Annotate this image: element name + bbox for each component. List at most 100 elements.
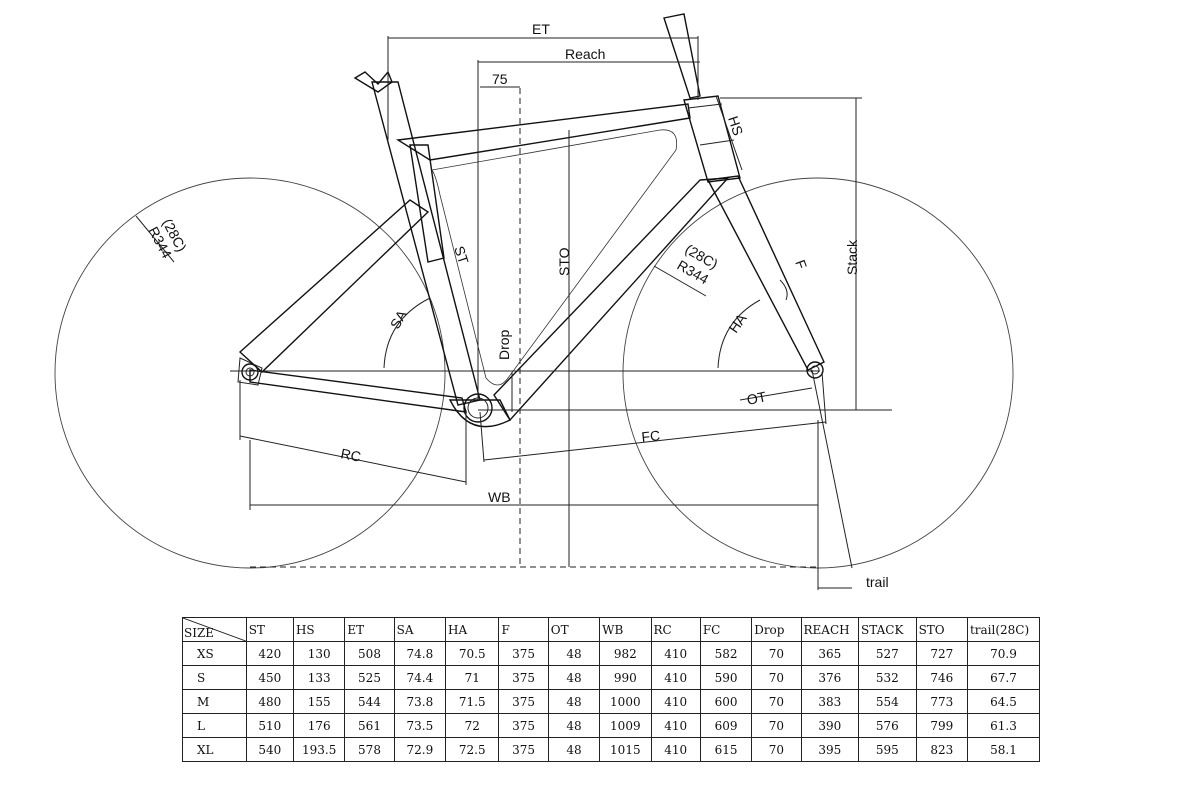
- table-cell: 410: [650, 737, 701, 762]
- column-header: FC: [699, 617, 753, 642]
- front-radius-line: [653, 265, 707, 297]
- size-cell: S: [182, 665, 247, 690]
- table-cell: 1015: [599, 737, 652, 762]
- table-cell: 540: [245, 737, 294, 762]
- table-cell: 74.8: [393, 641, 447, 666]
- table-cell: 480: [245, 689, 294, 714]
- table-cell: 615: [699, 737, 753, 762]
- table-cell: 155: [292, 689, 346, 714]
- table-cell: 1009: [599, 713, 652, 738]
- size-cell: L: [182, 713, 247, 738]
- table-cell: 72.9: [393, 737, 447, 762]
- table-cell: 375: [498, 713, 549, 738]
- column-header: SA: [393, 617, 447, 642]
- table-cell: 982: [599, 641, 652, 666]
- table-cell: 64.5: [966, 689, 1041, 714]
- rc-label: RC: [339, 445, 362, 465]
- table-cell: 395: [800, 737, 860, 762]
- table-cell: 799: [915, 713, 968, 738]
- wb-label: WB: [488, 489, 511, 505]
- table-cell: 375: [498, 737, 549, 762]
- table-cell: 133: [292, 665, 346, 690]
- table-cell: 73.8: [393, 689, 447, 714]
- table-cell: 576: [858, 713, 917, 738]
- column-header: HS: [292, 617, 346, 642]
- column-header: ET: [344, 617, 395, 642]
- table-cell: 554: [858, 689, 917, 714]
- table-cell: 61.3: [966, 713, 1041, 738]
- table-cell: 510: [245, 713, 294, 738]
- table-cell: 71.5: [445, 689, 500, 714]
- table-cell: 578: [344, 737, 395, 762]
- column-header: RC: [650, 617, 701, 642]
- table-cell: 48: [547, 665, 601, 690]
- table-cell: 365: [800, 641, 860, 666]
- table-cell: 72: [445, 713, 500, 738]
- table-cell: 727: [915, 641, 968, 666]
- table-cell: 390: [800, 713, 860, 738]
- table-cell: 525: [344, 665, 395, 690]
- ot-label: OT: [745, 388, 768, 408]
- table-cell: 48: [547, 737, 601, 762]
- ot-dimension: [739, 387, 813, 401]
- rc-dimension: [239, 435, 467, 483]
- table-cell: 561: [344, 713, 395, 738]
- table-cell: 609: [699, 713, 753, 738]
- hs-label: HS: [725, 114, 746, 137]
- stack-label: Stack: [844, 239, 860, 275]
- reach-label: Reach: [565, 46, 605, 62]
- column-header: WB: [599, 617, 652, 642]
- frame: [237, 13, 825, 428]
- table-cell: 72.5: [445, 737, 500, 762]
- table-cell: 600: [699, 689, 753, 714]
- table-cell: 71: [445, 665, 500, 690]
- st-label: ST: [451, 244, 472, 266]
- column-header: STACK: [858, 617, 917, 642]
- rear-wheel: [54, 177, 446, 569]
- table-cell: 990: [599, 665, 652, 690]
- column-header: trail(28C): [966, 617, 1041, 642]
- table-cell: 70: [751, 665, 802, 690]
- table-cell: 376: [800, 665, 860, 690]
- column-header: REACH: [800, 617, 860, 642]
- table-cell: 823: [915, 737, 968, 762]
- table-cell: 70: [751, 641, 802, 666]
- table-cell: 410: [650, 641, 701, 666]
- size-corner-header: SIZE: [182, 617, 247, 642]
- ha-label: HA: [725, 310, 750, 336]
- sa-arc: [383, 297, 431, 369]
- table-cell: 375: [498, 665, 549, 690]
- column-header: STO: [915, 617, 968, 642]
- fc-label: FC: [641, 427, 661, 445]
- table-cell: 193.5: [292, 737, 346, 762]
- rear-radius-line: [135, 215, 175, 263]
- table-cell: 70.5: [445, 641, 500, 666]
- table-cell: 527: [858, 641, 917, 666]
- table-cell: 70: [751, 689, 802, 714]
- table-cell: 450: [245, 665, 294, 690]
- table-cell: 67.7: [966, 665, 1041, 690]
- ha-arc: [717, 299, 761, 369]
- table-cell: 48: [547, 713, 601, 738]
- size-cell: M: [182, 689, 247, 714]
- table-cell: 375: [498, 641, 549, 666]
- table-cell: 58.1: [966, 737, 1041, 762]
- trail-label: trail: [866, 574, 889, 590]
- fc-dimension: [483, 421, 827, 461]
- table-cell: 410: [650, 713, 701, 738]
- table-cell: 410: [650, 665, 701, 690]
- table-cell: 532: [858, 665, 917, 690]
- f-label: F: [792, 258, 810, 272]
- table-cell: 508: [344, 641, 395, 666]
- table-cell: 420: [245, 641, 294, 666]
- offset-75-label: 75: [492, 71, 508, 87]
- table-cell: 70.9: [966, 641, 1041, 666]
